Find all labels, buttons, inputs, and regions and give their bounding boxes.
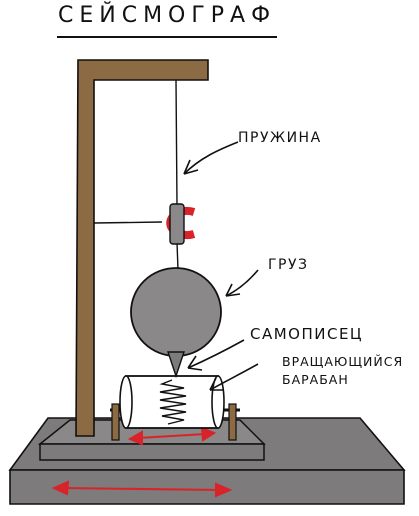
pointer-arrows [183, 141, 259, 391]
pen-arrow [187, 339, 245, 369]
title-underline [57, 36, 277, 38]
drum-arrow [209, 363, 259, 391]
pen-arrowhead [187, 355, 203, 371]
spring-arrowhead [183, 159, 199, 175]
weight [130, 267, 222, 379]
label-pen: САМОПИСЕЦ [250, 325, 364, 343]
wooden-frame [75, 59, 209, 437]
base-motion-arrow [51, 480, 233, 498]
weight-arrow [225, 269, 259, 297]
label-drum-line1: ВРАЩАЮЩИЙСЯ [282, 354, 404, 369]
drum-arrowhead [209, 377, 224, 391]
platform-motion-arrow [127, 426, 217, 446]
weight-arrowhead [225, 283, 241, 297]
diagram-title: СЕЙСМОГРАФ [58, 3, 277, 28]
rotating-drum [110, 375, 240, 441]
label-drum-line2: БАРАБАН [282, 372, 349, 387]
spring-wire [93, 79, 179, 271]
spring-arrow [183, 141, 239, 175]
label-spring: ПРУЖИНА [238, 130, 322, 146]
magnet [166, 203, 196, 245]
label-weight: ГРУЗ [268, 257, 309, 273]
